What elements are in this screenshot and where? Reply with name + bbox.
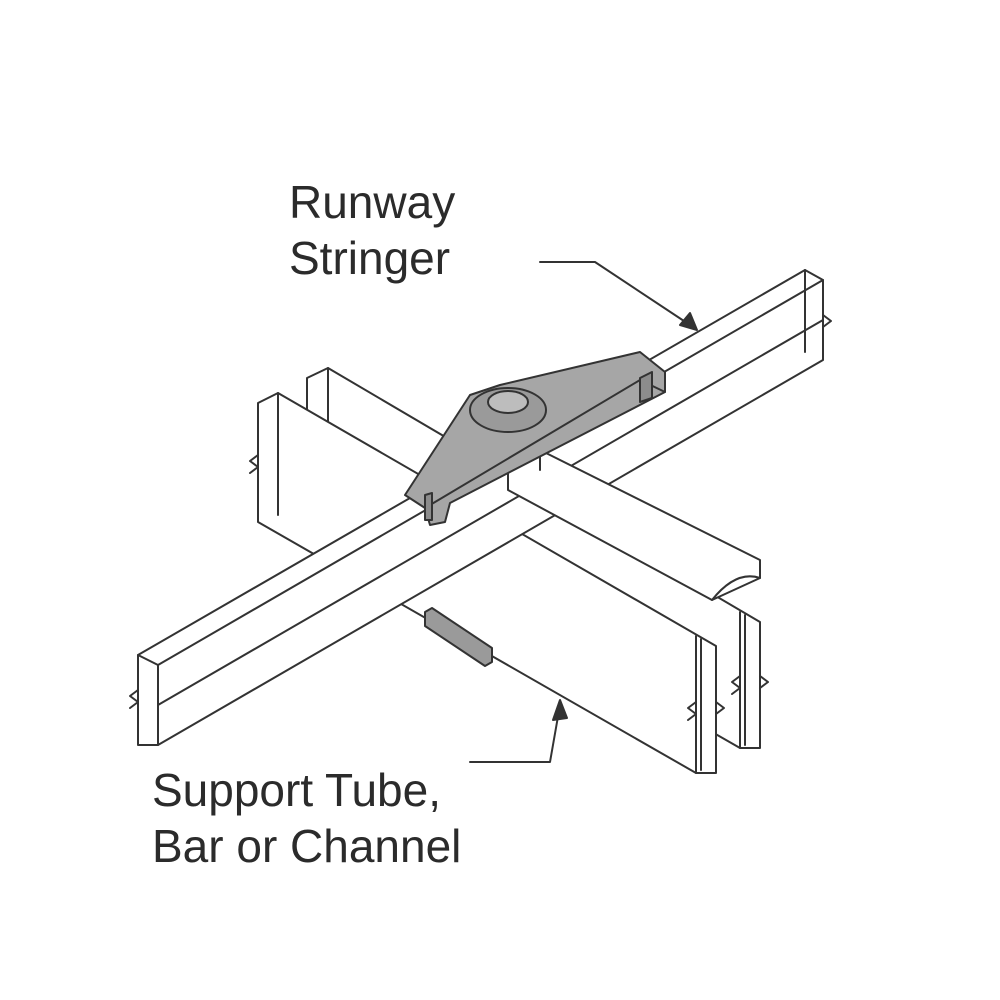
filler-bar: [424, 607, 493, 667]
runway-label-line1: Runway: [289, 176, 456, 228]
support-label-line2: Bar or Channel: [152, 820, 462, 872]
support-channel-front: [249, 392, 725, 774]
clamp-bracket: [404, 351, 666, 526]
support-leader-arrow: [469, 699, 568, 763]
runway-stringer-label: Runway Stringer: [289, 174, 455, 286]
support-label-line1: Support Tube,: [152, 764, 441, 816]
runway-leader-arrow: [539, 261, 698, 331]
support-tube-label: Support Tube, Bar or Channel: [152, 762, 461, 874]
runway-label-line2: Stringer: [289, 232, 451, 284]
clamp-bolt: [469, 387, 547, 433]
